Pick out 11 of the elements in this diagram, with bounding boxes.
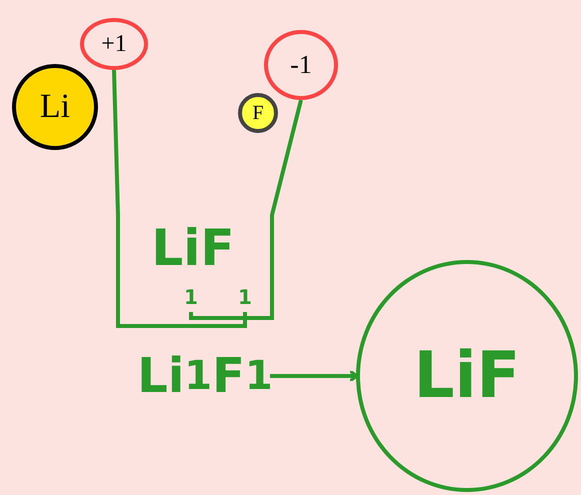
formula-text: LiF: [128, 218, 258, 278]
connector-line: [112, 70, 247, 328]
connector-line: [270, 370, 358, 382]
element-circle: Li: [12, 64, 98, 150]
connector-line: [189, 100, 303, 320]
subscript-text: 1: [180, 282, 202, 312]
element-circle: F: [238, 93, 278, 133]
subscript-text: 1: [234, 282, 256, 312]
charge-circle: +1: [80, 18, 148, 70]
charge-circle: -1: [264, 30, 338, 100]
circled-formula: LiF: [356, 260, 578, 492]
